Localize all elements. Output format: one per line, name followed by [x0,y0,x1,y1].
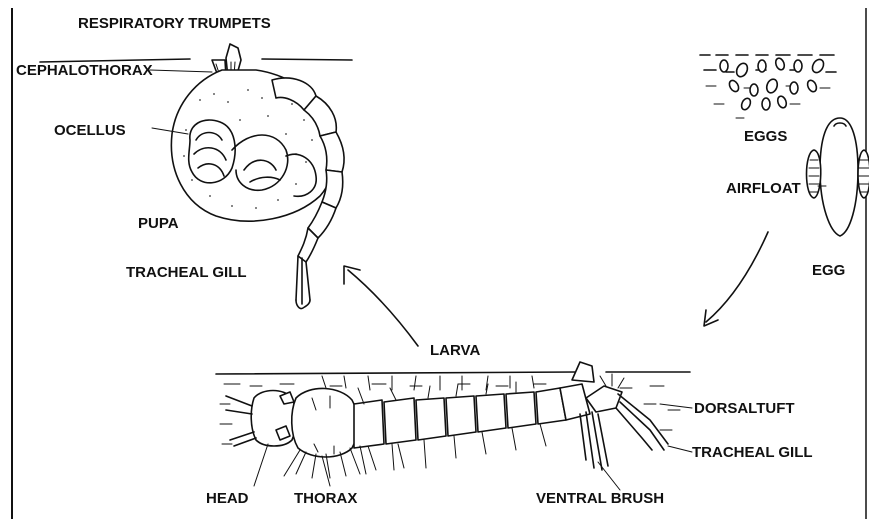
label-tracheal-gill-larva: TRACHEAL GILL [692,444,813,461]
single-egg-illustration [807,118,869,236]
egg-cluster [720,57,826,111]
label-respiratory-trumpets: RESPIRATORY TRUMPETS [78,15,271,32]
cycle-arrow-egg-to-larva [704,232,768,326]
larva-illustration [216,362,690,478]
label-head: HEAD [206,490,249,507]
label-larva: LARVA [430,342,480,359]
label-ocellus: OCELLUS [54,122,126,139]
eggs-illustration [700,55,836,118]
label-dorsaltuft: DORSALTUFT [694,400,795,417]
label-ventral-brush: VENTRAL BRUSH [536,490,664,507]
label-egg: EGG [812,262,845,279]
label-thorax: THORAX [294,490,357,507]
label-pupa: PUPA [138,215,179,232]
label-cephalothorax: CEPHALOTHORAX [16,62,153,79]
label-airfloat: AIRFLOAT [726,180,801,197]
cycle-arrow-larva-to-pupa [344,266,418,346]
label-tracheal-gill-pupa: TRACHEAL GILL [126,264,247,281]
larva-abdomen [354,362,622,448]
label-eggs: EGGS [744,128,787,145]
